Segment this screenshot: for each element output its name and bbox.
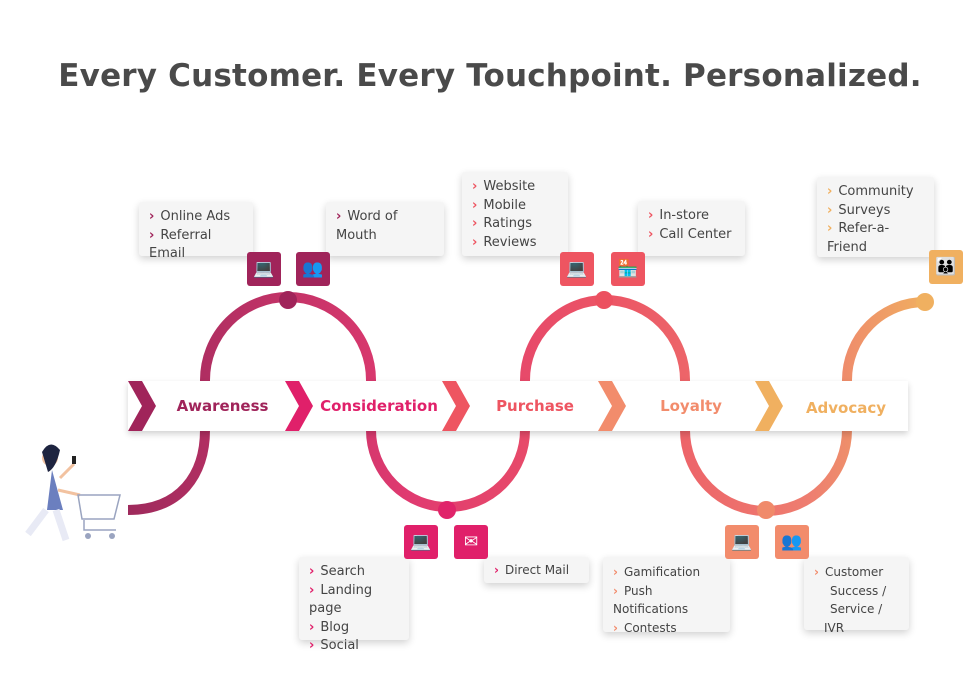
chevron-awareness (128, 381, 156, 431)
list-item: Search (309, 563, 401, 582)
stage-purchase: Purchase (496, 397, 574, 415)
customer-service-icon: 👥 (775, 525, 809, 559)
chevron-loyalty (598, 381, 626, 431)
list-item: Mobile (472, 197, 560, 216)
laptop-search-icon: 💻 (404, 525, 438, 559)
list-item: Community (827, 183, 926, 202)
list-item: Website (472, 178, 560, 197)
laptop-ad-icon: 💻 (247, 252, 281, 286)
store-icon: 🏪 (611, 252, 645, 286)
list-item: Call Center (648, 226, 737, 245)
callout-purchase-offline: In-storeCall Center (638, 201, 745, 256)
list-item: Direct Mail (494, 561, 581, 580)
list-item: Success / (830, 583, 887, 598)
list-item: Ratings (472, 215, 560, 234)
community-icon: 👪 (929, 250, 963, 284)
list-item: Surveys (827, 202, 926, 221)
list-item: Word of Mouth (336, 208, 436, 245)
list-item: Gamification (613, 563, 722, 582)
dot-purchase (595, 291, 613, 309)
dot-loyalty (757, 501, 775, 519)
callout-purchase-online: WebsiteMobileRatingsReviews (462, 172, 568, 256)
list-item: Refer-a-Friend (827, 220, 926, 257)
chevron-purchase (442, 381, 470, 431)
stage-consideration: Consideration (320, 397, 438, 415)
list-item: Online Ads (149, 208, 245, 227)
laptop-gamification-icon: 💻 (725, 525, 759, 559)
callout-consideration-digital: SearchLanding pageBlogSocial (299, 557, 409, 653)
callout-advocacy: CommunitySurveysRefer-a-Friend (817, 177, 934, 257)
stage-advocacy: Advocacy (805, 399, 887, 417)
laptop-rating-icon: 💻 (560, 252, 594, 286)
list-item: Reviews (472, 234, 560, 253)
dot-awareness (279, 291, 297, 309)
callout-awareness: Online AdsReferral Email (139, 202, 253, 261)
word-of-mouth-icon: 👥 (296, 252, 330, 286)
list-item: Contests (613, 619, 722, 638)
callout-direct-mail: Direct Mail (484, 557, 589, 583)
dot-consideration (438, 501, 456, 519)
page-title: Every Customer. Every Touchpoint. Person… (58, 58, 922, 94)
callout-word-of-mouth: Word of Mouth (326, 202, 444, 256)
shopper-illustration (25, 444, 121, 542)
dot-advocacy (916, 293, 934, 311)
list-item: In-store (648, 207, 737, 226)
list-item: Landing page (309, 582, 401, 619)
chevron-advocacy (755, 381, 783, 431)
stage-loyalty: Loyalty (660, 397, 722, 415)
list-item: Push Notifications (613, 582, 722, 619)
mail-icon: ✉ (454, 525, 488, 559)
list-item: Service / IVR (824, 602, 883, 635)
callout-loyalty: GamificationPush NotificationsContests (603, 557, 730, 635)
stage-awareness: Awareness (176, 397, 269, 415)
list-item: Blog (309, 619, 401, 638)
journey-curve (127, 292, 926, 516)
list-item: Customer (814, 563, 901, 582)
chevron-consideration (285, 381, 313, 431)
list-item: Referral Email (149, 227, 245, 264)
list-item: Social (309, 637, 401, 656)
